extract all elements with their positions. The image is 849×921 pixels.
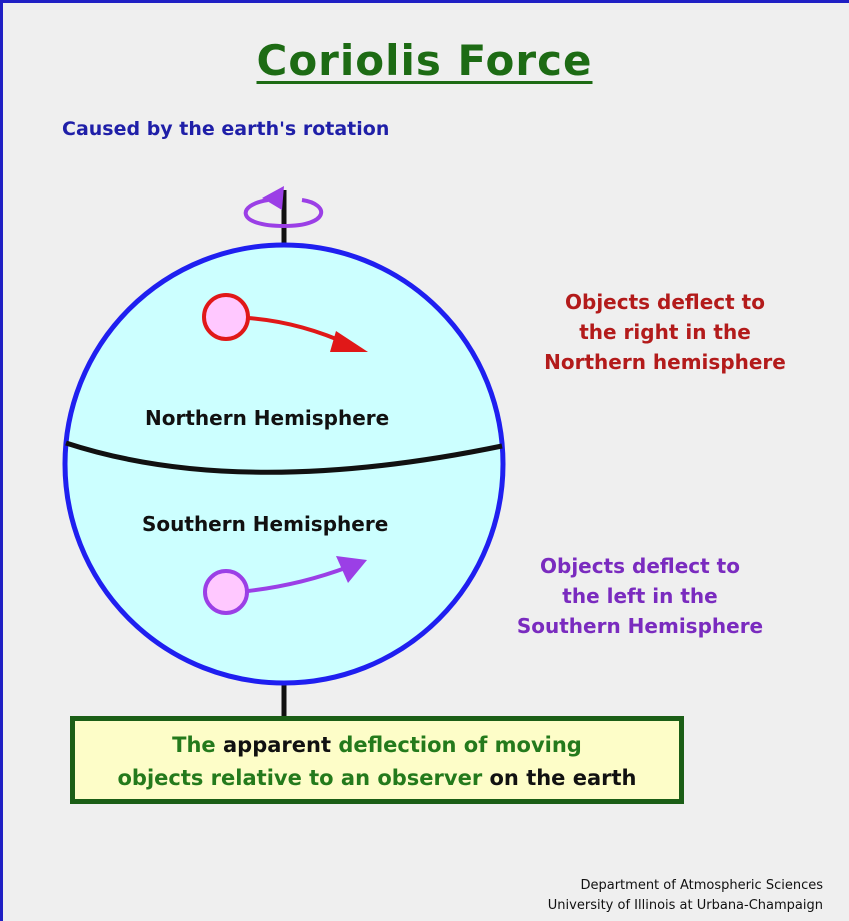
- note-line: Northern hemisphere: [544, 350, 786, 374]
- northern-object: [202, 293, 368, 352]
- note-line: the right in the: [579, 320, 751, 344]
- definition-line-2: objects relative to an observer on the e…: [75, 762, 679, 795]
- definition-line-1: The apparent deflection of moving: [75, 729, 679, 762]
- definition-text: The: [172, 733, 223, 757]
- definition-text: apparent: [223, 733, 339, 757]
- southern-object: [203, 556, 367, 615]
- credit-department: Department of Atmospheric Sciences: [580, 878, 823, 893]
- note-line: Objects deflect to: [540, 554, 740, 578]
- southern-hemisphere-label: Southern Hemisphere: [142, 512, 389, 536]
- right-deflection-arrow-icon: [330, 331, 368, 352]
- note-line: Objects deflect to: [565, 290, 765, 314]
- credit: Department of Atmospheric Sciences Unive…: [548, 876, 823, 916]
- northern-hemisphere-label: Northern Hemisphere: [145, 406, 390, 430]
- northern-deflection-note: Objects deflect to the right in the Nort…: [515, 287, 815, 377]
- left-deflection-arrow-icon: [336, 556, 367, 583]
- note-line: Southern Hemisphere: [516, 614, 764, 638]
- credit-university: University of Illinois at Urbana-Champai…: [547, 898, 823, 913]
- definition-text: deflection of moving: [338, 733, 582, 757]
- earth-globe: [62, 242, 506, 686]
- rotation-arrow-icon: [243, 186, 324, 229]
- definition-box: The apparent deflection of moving object…: [70, 716, 684, 804]
- subtitle: Caused by the earth's rotation: [62, 118, 390, 140]
- definition-text: objects relative to an observer: [117, 766, 490, 790]
- definition-text: on the earth: [489, 766, 637, 790]
- note-line: the left in the: [562, 584, 718, 608]
- southern-deflection-note: Objects deflect to the left in the South…: [495, 551, 785, 641]
- diagram-title: Coriolis Force: [256, 36, 593, 85]
- equator-line: [65, 440, 503, 475]
